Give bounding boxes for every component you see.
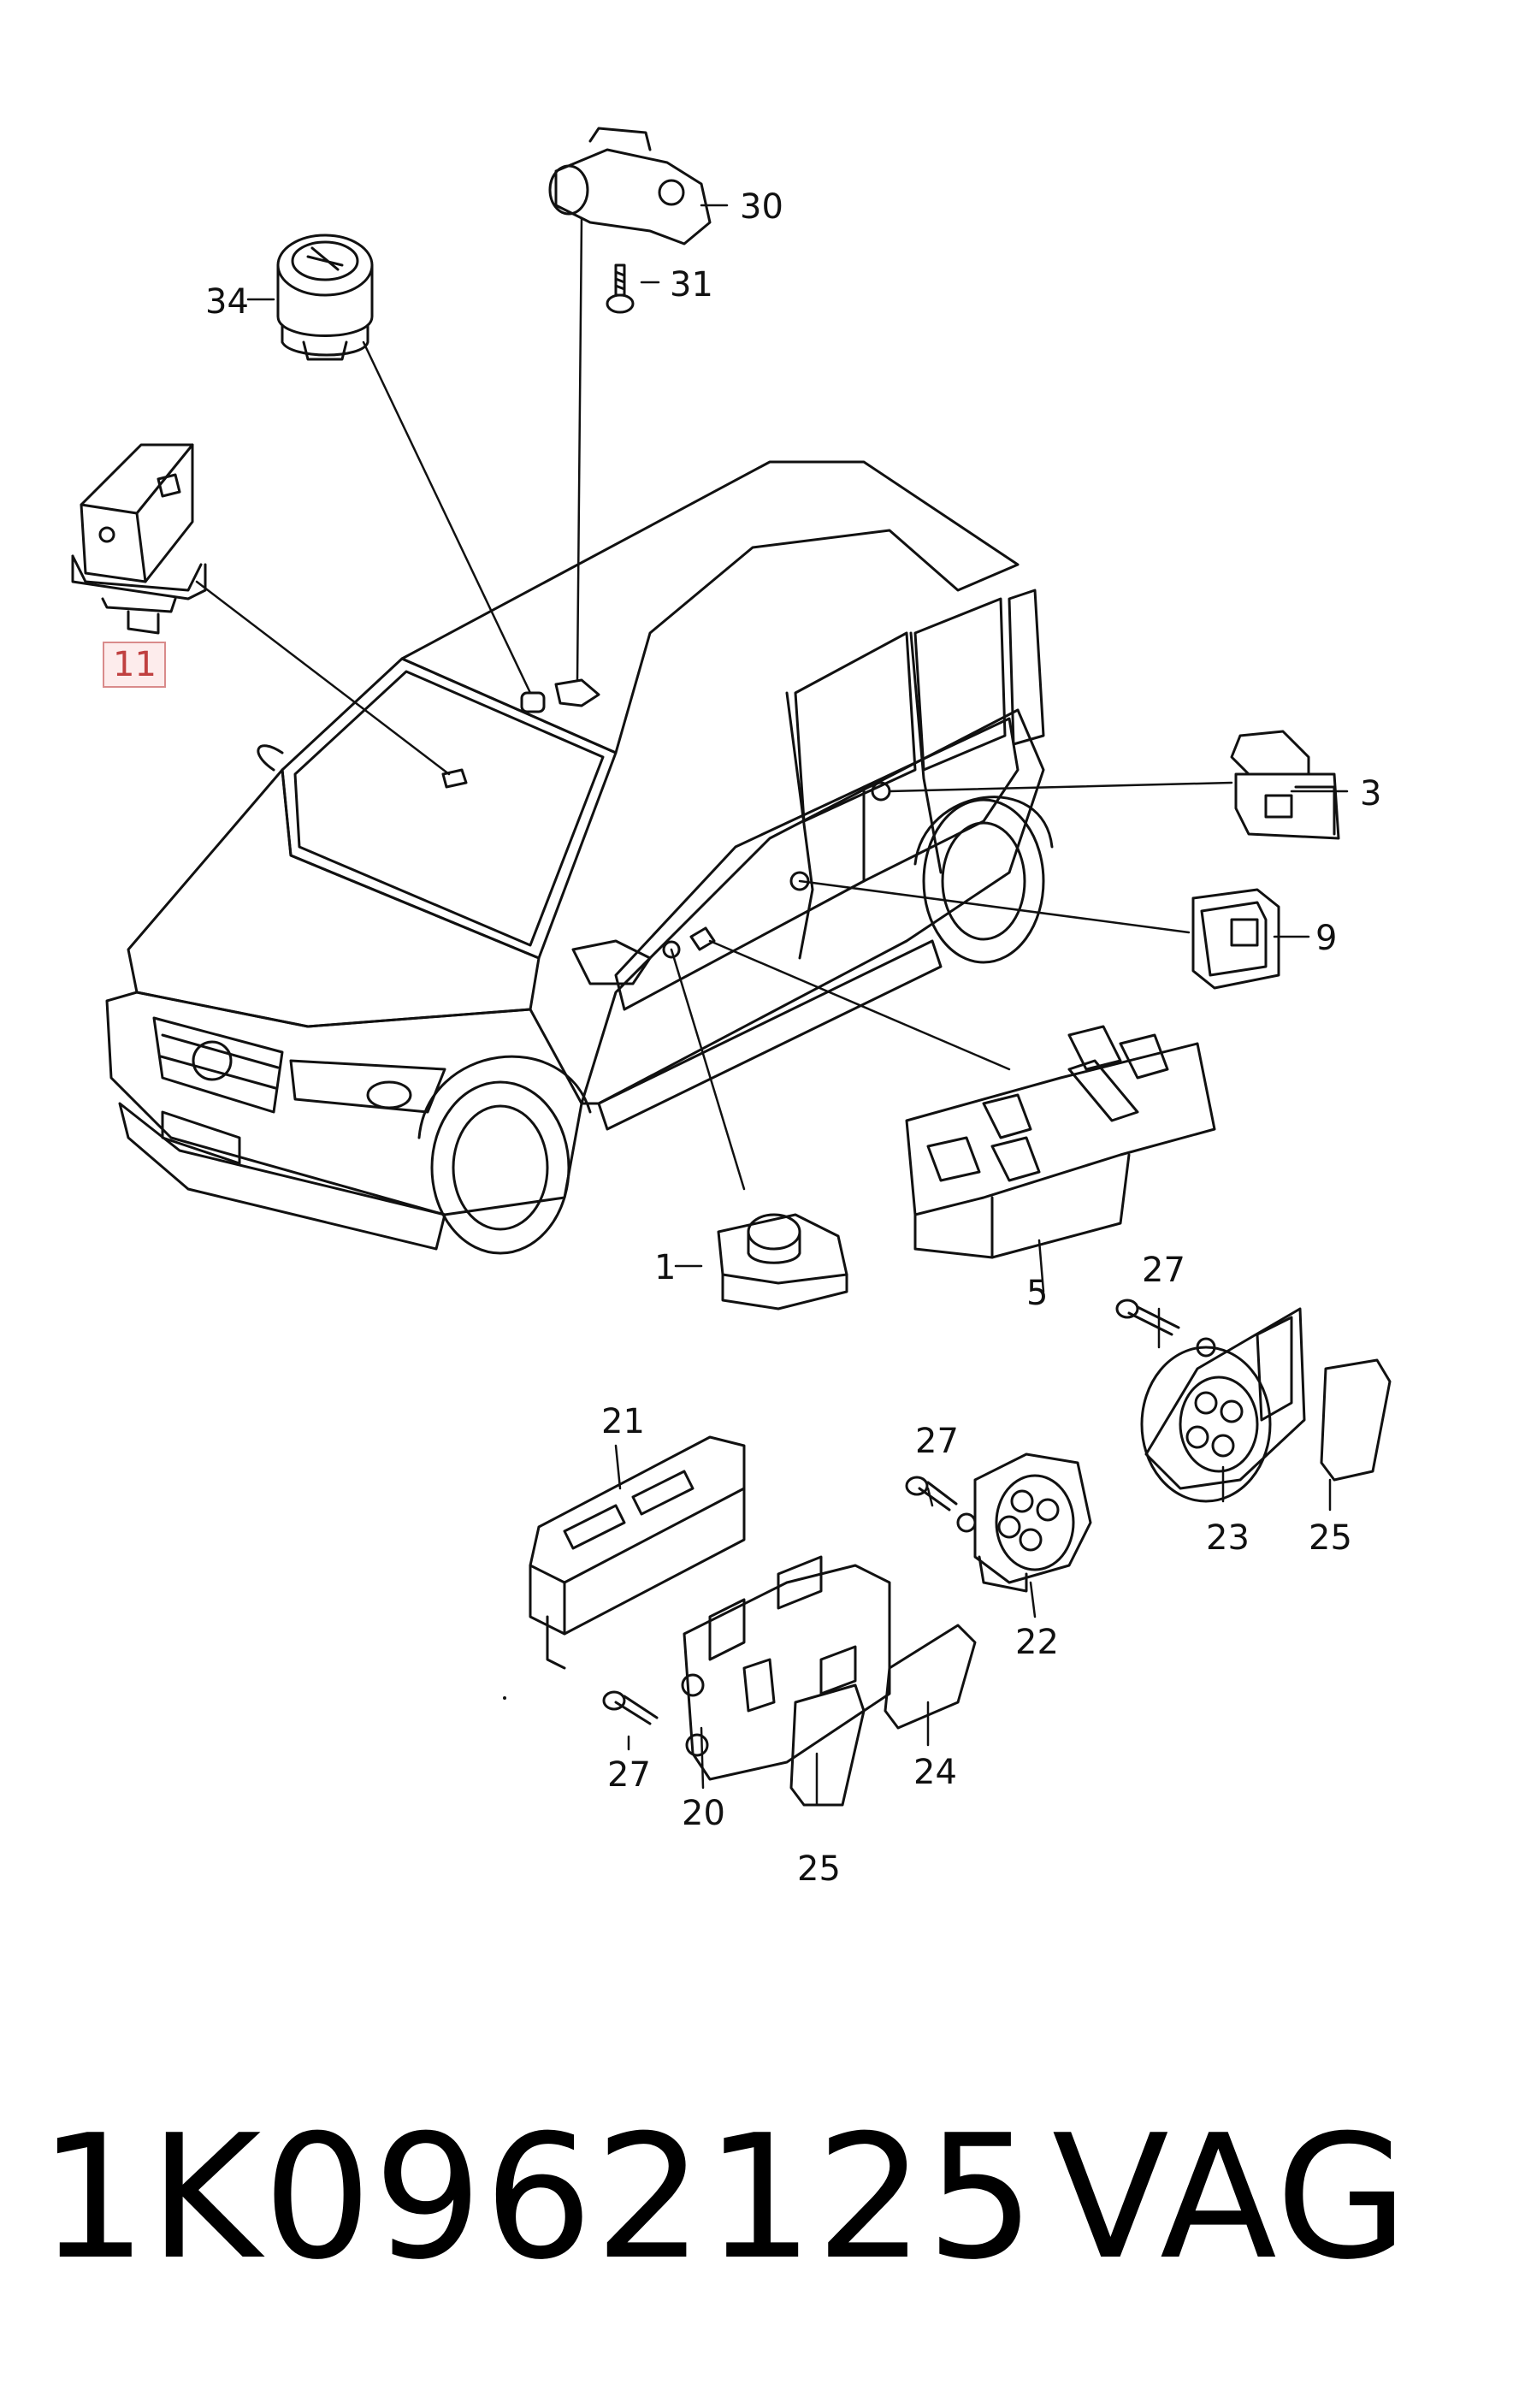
part-11-switch [71,443,207,635]
callout-11-highlight [103,642,166,688]
part-1-mirror-adjuster [717,1213,848,1310]
car-switch-mark-window [689,926,716,951]
car-switch-mark-roof-2 [554,678,600,707]
part-9-switch [1191,888,1280,990]
part-25-cap-right [1320,1358,1392,1482]
callout-34: 34 [205,282,249,322]
part-27-screw-c [602,1690,659,1725]
part-25-cap-lower [789,1683,866,1807]
brand-label: VAG [1052,2098,1410,2298]
callout-23: 23 [1206,1518,1250,1558]
car-switch-mark-mirror [662,940,681,959]
callout-27-top: 27 [1142,1251,1185,1290]
callout-11: 11 [113,645,157,684]
callout-27-mid: 27 [915,1422,959,1461]
part-34-rotary-switch [276,234,374,361]
callout-21: 21 [601,1402,645,1441]
part-22-seat-adjuster [956,1452,1092,1593]
part-27-screw-b [905,1476,958,1512]
part-31-screw [606,263,635,314]
part-21-seat-switch [529,1435,746,1670]
part-30-actuator [548,127,712,246]
callout-22: 22 [1015,1623,1059,1662]
part-3-switch [1230,730,1340,840]
car-outline [105,460,1054,1255]
callout-1: 1 [654,1248,677,1287]
stray-dot [503,1696,506,1700]
part-number: 1K0962125 [38,2098,1037,2298]
car-switch-mark-roof-1 [520,691,546,713]
car-switch-mark-front-door [789,871,810,891]
callout-9: 9 [1315,919,1338,958]
callout-3: 3 [1360,774,1382,814]
callout-24: 24 [913,1753,957,1792]
part-24-cap [884,1624,977,1730]
callout-20: 20 [682,1794,725,1833]
car-switch-mark-windshield [441,768,468,789]
callout-31: 31 [670,265,713,305]
callout-25-right: 25 [1309,1518,1352,1558]
part-20-bracket [681,1555,891,1781]
callout-5: 5 [1026,1274,1049,1313]
part-5-window-switch [905,1025,1216,1259]
part-27-screw-a [1115,1299,1180,1336]
callout-30: 30 [740,187,783,227]
callout-27-left: 27 [607,1755,651,1795]
callout-25-lower: 25 [797,1849,841,1889]
leader-lines [195,204,1349,1807]
part-23-seat-adjuster [1140,1307,1306,1503]
